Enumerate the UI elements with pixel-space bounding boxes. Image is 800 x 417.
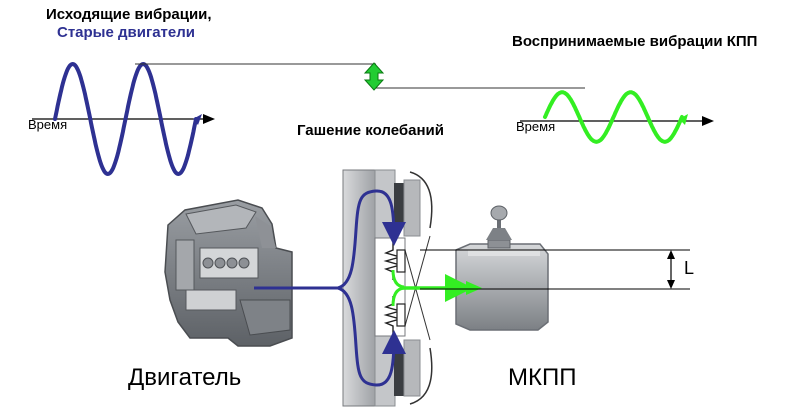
engine-label: Двигатель xyxy=(128,364,242,391)
damper-spring-lower xyxy=(383,296,403,334)
gearbox-illustration xyxy=(455,205,549,331)
input-vibration-subtitle: Старые двигатели xyxy=(57,24,195,41)
time-label-left: Время xyxy=(28,117,68,132)
damping-title: Гашение колебаний xyxy=(297,122,444,139)
input-wave-arrowhead xyxy=(193,114,202,125)
dimension-arrowhead-bottom xyxy=(667,280,675,289)
output-vibration-title: Воспринимаемые вибрации КПП xyxy=(512,33,758,50)
amplitude-reduction-double-arrow xyxy=(363,62,385,91)
dimension-arrowhead-top xyxy=(667,250,675,259)
input-vibration-title: Исходящие вибрации, xyxy=(46,6,212,23)
output-wave-arrowhead xyxy=(679,114,688,125)
vibration-flow-lower-branch xyxy=(337,286,406,387)
damper-element-lower xyxy=(396,303,406,327)
input-time-axis-arrow xyxy=(203,114,215,124)
gearbox-label: МКПП xyxy=(508,364,577,391)
damped-flow-arrowhead xyxy=(466,281,482,295)
engine-illustration xyxy=(164,199,293,347)
damper-element-upper xyxy=(396,249,406,273)
vibration-flow-upper-branch xyxy=(337,189,406,290)
output-time-axis-arrow xyxy=(702,116,714,126)
output-vibration-wave xyxy=(543,90,684,144)
dimension-label: L xyxy=(684,258,695,278)
input-vibration-wave xyxy=(53,61,198,177)
damper-spring-upper xyxy=(383,242,403,280)
time-label-right: Время xyxy=(516,119,556,134)
